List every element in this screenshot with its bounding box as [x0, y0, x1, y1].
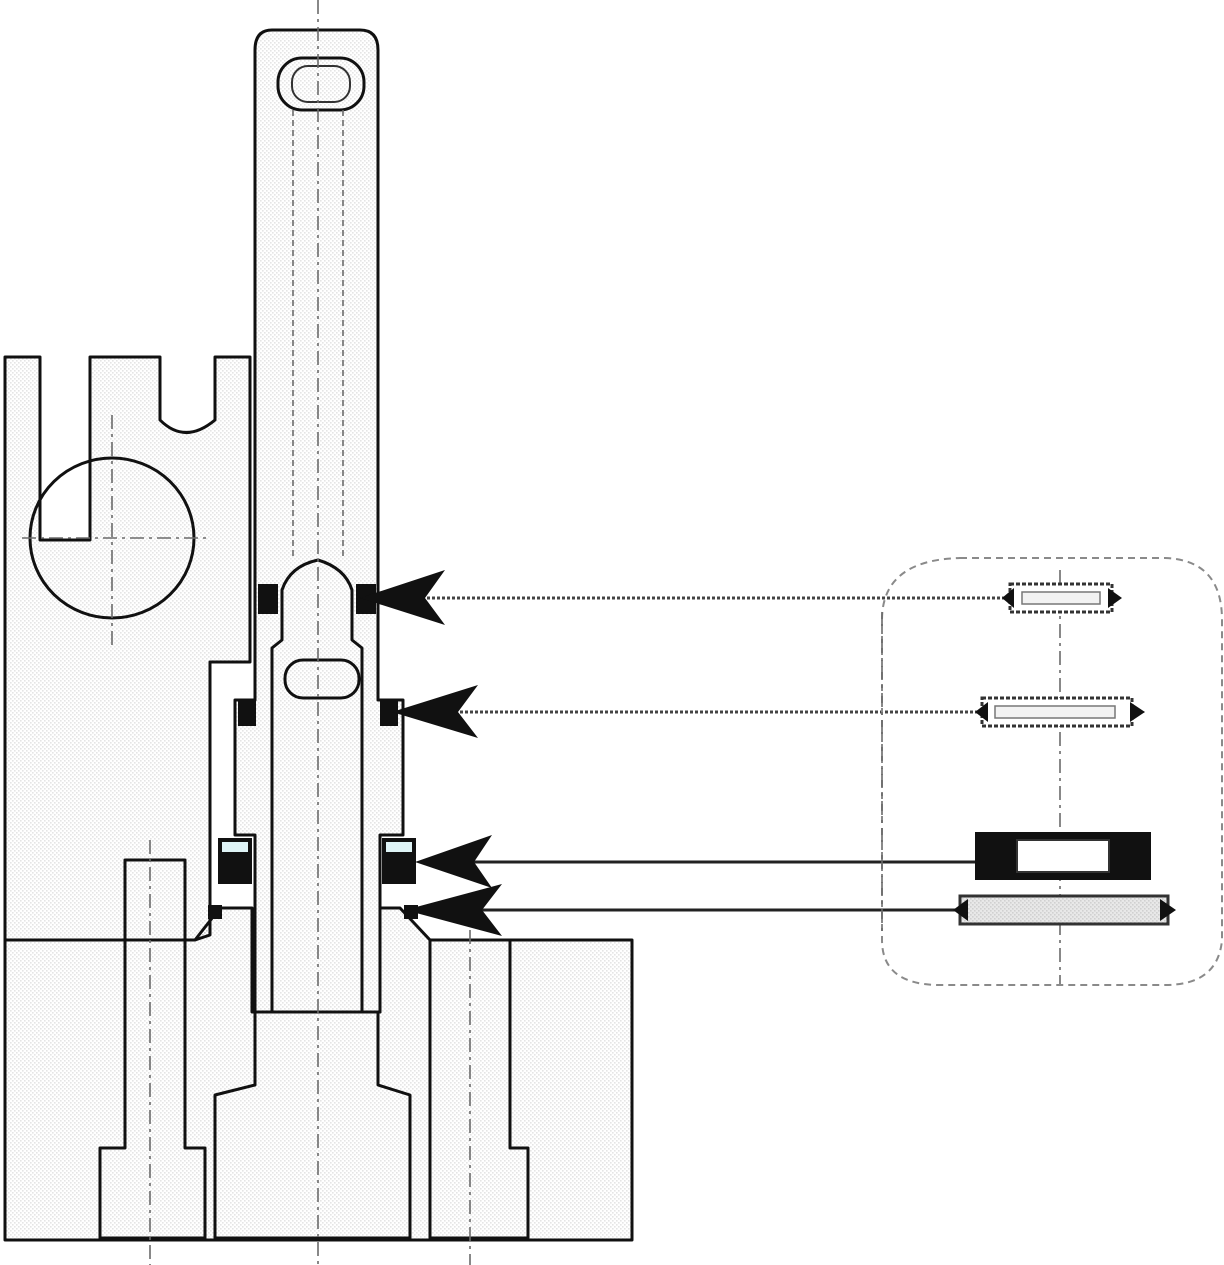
housing	[3, 355, 252, 942]
seal-upper-left	[258, 584, 278, 614]
callout-arrow-3	[415, 835, 492, 888]
callout-leaders	[360, 570, 1005, 936]
lever-slot	[276, 56, 366, 112]
seal-mid-right	[380, 700, 398, 726]
center-lines	[22, 0, 1061, 1265]
callout-arrow-2	[392, 685, 478, 738]
bolt-counterbore-left	[98, 858, 207, 1240]
lever	[233, 28, 405, 1014]
seal-profile-1	[1002, 582, 1122, 614]
callout-arrow-4	[405, 884, 502, 936]
seal-bottom-left	[208, 905, 222, 919]
shaft-body	[270, 558, 364, 1014]
shaft-slot	[283, 658, 361, 700]
seal-detail-box	[881, 557, 1223, 986]
seal-profile-2	[975, 696, 1145, 728]
bolt-counterbore-right	[428, 938, 530, 1240]
seal-profile-4	[953, 894, 1176, 926]
callout-arrow-1	[360, 570, 445, 625]
shaft-counterbore	[213, 1010, 412, 1240]
shaft	[270, 558, 364, 1014]
seal-mid-left	[238, 700, 256, 726]
seal-rings	[208, 584, 418, 919]
seal-profile-3	[975, 832, 1151, 880]
